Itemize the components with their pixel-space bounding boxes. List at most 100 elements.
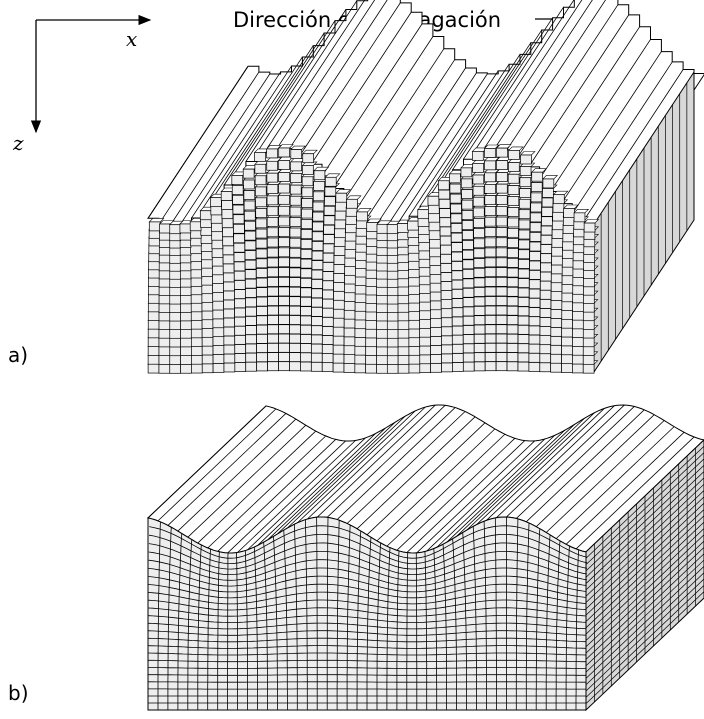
mesh-top-line [535, 414, 655, 527]
block-cube [542, 188, 554, 198]
block-cube [256, 296, 268, 307]
block-cube [376, 277, 388, 288]
mesh-column-line [207, 549, 211, 710]
block-cube [365, 328, 377, 339]
block-cube [278, 237, 290, 248]
block-cube [300, 219, 313, 229]
block-cube [430, 336, 442, 346]
block-cube [223, 353, 236, 364]
block-cube [386, 328, 399, 339]
block-cube [495, 324, 508, 335]
block-cube [508, 150, 520, 160]
block-cube [354, 310, 367, 321]
block-cube [234, 325, 246, 336]
block-cube [245, 352, 257, 363]
block-top-line [550, 39, 651, 192]
mesh-top-line [267, 427, 386, 541]
block-cube [541, 206, 554, 217]
block-cube [169, 363, 181, 374]
block-cube [148, 260, 160, 271]
block-cube [582, 320, 595, 330]
block-cube [334, 210, 347, 221]
block-cube [266, 184, 279, 195]
block-cube [179, 223, 192, 234]
block-cube [517, 315, 530, 326]
block-cube [376, 286, 388, 296]
block-cube [190, 293, 203, 304]
block-cube [427, 195, 440, 206]
mesh-column-line [236, 552, 239, 710]
block-top-line [289, 0, 388, 149]
block-cube [355, 250, 367, 261]
block-cube [530, 212, 542, 223]
block-cube [450, 232, 463, 243]
mesh-column-line [336, 520, 340, 710]
mesh-top-line [516, 406, 635, 519]
block-cube [256, 361, 268, 372]
block-cube [517, 306, 530, 317]
block-cube [376, 269, 388, 280]
block-cube [473, 333, 486, 344]
panel-a-label: a) [8, 343, 28, 367]
mesh-top-line [525, 409, 645, 523]
block-cube [334, 219, 347, 230]
block-cube [278, 305, 290, 316]
mesh-top-line [167, 413, 287, 526]
block-cube [397, 328, 410, 339]
mesh-column-line [197, 544, 202, 710]
block-cube [495, 216, 508, 227]
block-cube [312, 221, 324, 232]
block-cube [573, 212, 586, 223]
block-cube [484, 216, 497, 227]
block-cube [190, 319, 203, 330]
block-cube [540, 253, 552, 264]
mesh-column-line [283, 530, 288, 710]
block-cube [418, 275, 431, 286]
block-cube [323, 205, 336, 216]
block-cube [473, 361, 486, 372]
block-cube [289, 277, 301, 287]
block-cube [354, 301, 367, 312]
block-cube [519, 198, 531, 209]
block-cube [583, 222, 596, 233]
block-cube [441, 362, 453, 373]
block-cube [147, 319, 160, 330]
mesh-column-line [386, 547, 391, 710]
mesh-column-line [424, 551, 428, 710]
block-cube [159, 223, 171, 234]
mesh-top-line [506, 404, 625, 518]
block-cube [561, 318, 573, 329]
block-cube [539, 299, 552, 309]
block-cube [147, 302, 160, 313]
block-cube [517, 278, 530, 288]
block-cube [231, 175, 244, 185]
panel-b-label: b) [8, 681, 29, 705]
block-cube [245, 343, 257, 354]
block-top-line [191, 65, 292, 219]
block-cube [300, 239, 313, 249]
block-cube [333, 290, 345, 301]
block-cube [408, 354, 421, 365]
block-cube [472, 196, 485, 207]
block-cube [245, 334, 257, 345]
mesh-column-line [494, 517, 497, 710]
block-cube [311, 241, 324, 251]
block-cube [496, 172, 508, 182]
mesh-top-line [476, 412, 595, 525]
block-cube [245, 325, 257, 335]
block-cube [496, 160, 508, 170]
block-cube [324, 176, 337, 187]
mesh-top-line [247, 437, 366, 551]
block-cube [344, 274, 356, 285]
block-cube [222, 245, 235, 256]
block-cube [223, 317, 235, 328]
block-cube [354, 354, 367, 365]
block-cube [234, 307, 246, 318]
mesh-top-line [406, 440, 526, 553]
block-cube [408, 302, 420, 313]
block-cube [539, 353, 552, 364]
block-cube [243, 200, 256, 211]
block-cube [231, 185, 244, 195]
block-cube [290, 161, 302, 172]
block-cube [147, 346, 160, 356]
